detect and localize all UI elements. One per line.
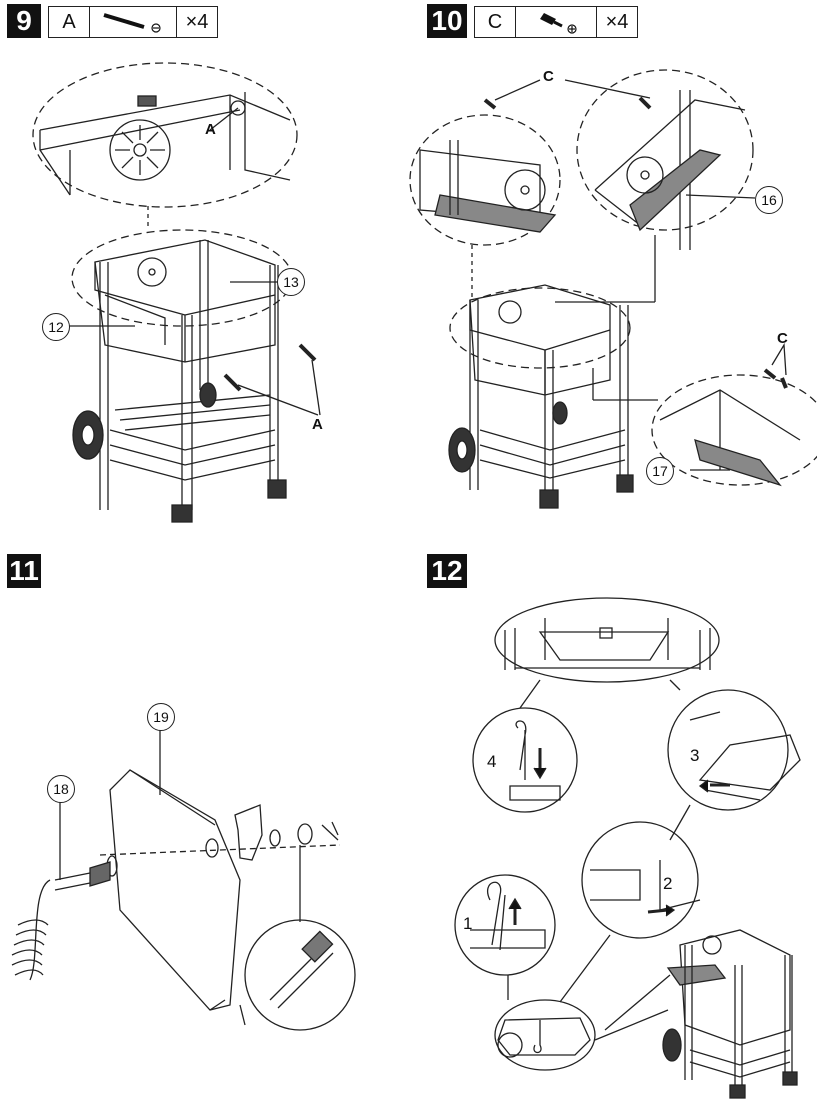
step-12-sub-1: 1: [463, 914, 472, 934]
step-12-drawing: [455, 598, 800, 1098]
step-12-sub-4: 4: [487, 752, 496, 772]
step-12-sub-3: 3: [690, 746, 699, 766]
step-10-label-c-top: C: [543, 68, 554, 85]
step-9-callout-13: 13: [277, 268, 305, 296]
step-11-callout-19: 19: [147, 703, 175, 731]
step-10-drawing: [410, 70, 817, 508]
step-9-callout-12: 12: [42, 313, 70, 341]
step-9-drawing: [33, 63, 320, 522]
step-9-label-a-top: A: [205, 121, 216, 138]
step-10-label-c-right: C: [777, 330, 788, 347]
step-10-callout-16: 16: [755, 186, 783, 214]
step-9-label-a-bottom: A: [312, 416, 323, 433]
step-11-drawing: [12, 718, 355, 1030]
step-11-callout-18: 18: [47, 775, 75, 803]
step-10-callout-17: 17: [646, 457, 674, 485]
step-12-sub-2: 2: [663, 874, 672, 894]
